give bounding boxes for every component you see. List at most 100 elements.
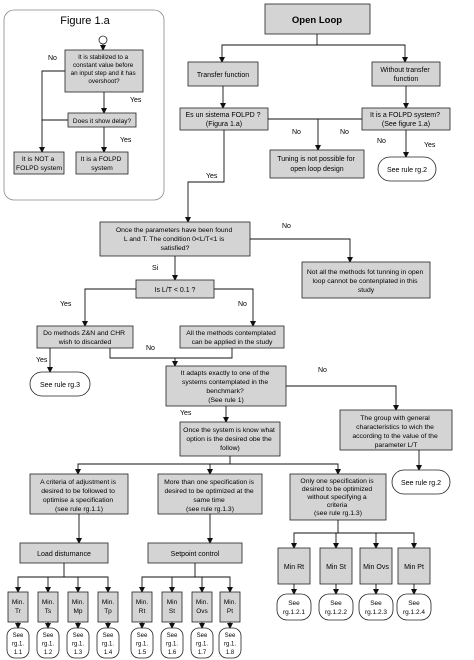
group-box[interactable]: The group with general characteristics t… <box>339 409 453 451</box>
label-no-b: No <box>340 129 349 136</box>
start-node <box>98 35 108 45</box>
only-spec-text: Min Ovs <box>363 564 389 571</box>
delay-question-text: Does it show delay? <box>73 118 132 125</box>
see-rg3-terminal[interactable]: See rule rg.3 <box>29 371 91 397</box>
min-spec-text: Min.Ovs <box>196 599 209 615</box>
label-no-adapts: No <box>318 367 327 374</box>
params-found-text: Once the parameters have been found L an… <box>116 227 234 252</box>
only-one-box[interactable]: Only one specification is desired to be … <box>289 473 387 521</box>
zn-chr-text: Do methods Z&N and CHR wish to discarded <box>43 330 127 346</box>
open-loop-box[interactable]: Open Loop <box>264 3 371 35</box>
stabilized-question-text: It is stabilized to a constant value bef… <box>71 54 138 85</box>
without-transfer-box[interactable]: Without transfer function <box>371 61 441 87</box>
label-yes-b: Yes <box>206 173 218 180</box>
only-spec-box[interactable]: Min Pt <box>397 547 431 585</box>
not-folpd-box[interactable]: It is NOT a FOLPD system <box>13 151 65 175</box>
label-no-c: No <box>377 138 386 145</box>
once-known-text: Once the system is know what option is t… <box>183 427 277 452</box>
label-si: Si <box>152 265 159 272</box>
all-methods-text: All the methods contemplated can be appl… <box>186 330 277 346</box>
min-spec-text: Min.Pt <box>224 599 236 615</box>
see-rg2-right-text: See rule rg.2 <box>401 480 441 487</box>
is-folpd-text: It is a FOLPD system <box>81 156 124 172</box>
not-all-methods-box[interactable]: Not all the methods fot tunning in open … <box>301 261 431 299</box>
adapts-text: It adapts exactly to one of the systems … <box>181 370 272 404</box>
only-spec-box[interactable]: Min St <box>319 547 353 585</box>
setpoint-control-box[interactable]: Setpoint control <box>147 542 243 564</box>
min-spec-box[interactable]: Min.Rt <box>131 591 153 623</box>
stabilized-question-box[interactable]: It is stabilized to a constant value bef… <box>64 49 144 93</box>
group-text: The group with general characteristics t… <box>352 415 439 449</box>
criteria-box[interactable]: A criteria of adjustment is desired to b… <box>29 473 129 515</box>
only-spec-text: Min Pt <box>404 564 424 571</box>
see-rg2-top-terminal[interactable]: See rule rg.2 <box>377 156 437 182</box>
adapts-box[interactable]: It adapts exactly to one of the systems … <box>165 365 287 407</box>
see-rg2-right-terminal[interactable]: See rule rg.2 <box>391 469 451 495</box>
delay-question-box[interactable]: Does it show delay? <box>67 112 137 128</box>
min-spec-box[interactable]: Min.Tr <box>7 591 29 623</box>
only-spec-box[interactable]: Min Rt <box>277 547 311 585</box>
label-no-zn: No <box>146 345 155 352</box>
not-folpd-text: It is NOT a FOLPD system <box>16 156 62 172</box>
min-spec-text: Min.Tp <box>102 599 114 615</box>
is-folpd-question-text: It is a FOLPD system? (See figure 1.a) <box>370 112 442 128</box>
params-found-box[interactable]: Once the parameters have been found L an… <box>99 221 251 257</box>
zn-chr-box[interactable]: Do methods Z&N and CHR wish to discarded <box>36 325 134 349</box>
min-spec-text: Min.Ts <box>42 599 54 615</box>
label-no-lt: No <box>238 301 247 308</box>
label-no-a: No <box>292 129 301 136</box>
load-disturbance-text: Load disturnance <box>37 551 91 558</box>
min-spec-box[interactable]: Min.Mp <box>67 591 89 623</box>
label-yes-a: Yes <box>424 142 436 149</box>
transfer-function-box[interactable]: Transfer function <box>187 61 259 87</box>
without-transfer-text: Without transfer function <box>380 67 431 83</box>
min-spec-box[interactable]: Min.Pt <box>219 591 241 623</box>
all-methods-box[interactable]: All the methods contemplated can be appl… <box>179 325 285 349</box>
min-spec-box[interactable]: Min.Ovs <box>191 591 213 623</box>
min-spec-box[interactable]: Min.Tp <box>97 591 119 623</box>
more-than-one-box[interactable]: More than one specification is desired t… <box>157 473 263 515</box>
min-spec-text: Min.Rt <box>136 599 148 615</box>
label-no: No <box>48 55 57 62</box>
tuning-not-possible-box[interactable]: Tuning is not possible for open loop des… <box>269 149 365 179</box>
is-folpd-box[interactable]: It is a FOLPD system <box>75 151 129 175</box>
load-disturbance-box[interactable]: Load disturnance <box>19 542 109 564</box>
only-spec-box[interactable]: Min Ovs <box>359 547 393 585</box>
lt-question-box[interactable]: Is L/T < 0.1 ? <box>135 279 215 299</box>
figure-panel: Figure 1.a It is stabilized to a constan… <box>3 9 165 201</box>
es-folpd-box[interactable]: Es un sistema FOLPD ? (Figura 1.a) <box>179 107 269 131</box>
open-loop-text: Open Loop <box>292 15 342 26</box>
min-spec-text: Min.Mp <box>72 599 84 615</box>
is-folpd-question-box[interactable]: It is a FOLPD system? (See figure 1.a) <box>361 107 451 131</box>
es-folpd-text: Es un sistema FOLPD ? (Figura 1.a) <box>185 112 262 128</box>
only-spec-text: Min Rt <box>284 564 304 571</box>
figure-title: Figure 1.a <box>60 15 110 27</box>
lt-question-text: Is L/T < 0.1 ? <box>155 287 196 294</box>
label-no-params: No <box>282 223 291 230</box>
tuning-not-possible-text: Tuning is not possible for open loop des… <box>277 156 357 173</box>
label-yes-zn: Yes <box>36 357 48 364</box>
min-spec-box[interactable]: Min.Ts <box>37 591 59 623</box>
once-known-box[interactable]: Once the system is know what option is t… <box>179 421 281 457</box>
